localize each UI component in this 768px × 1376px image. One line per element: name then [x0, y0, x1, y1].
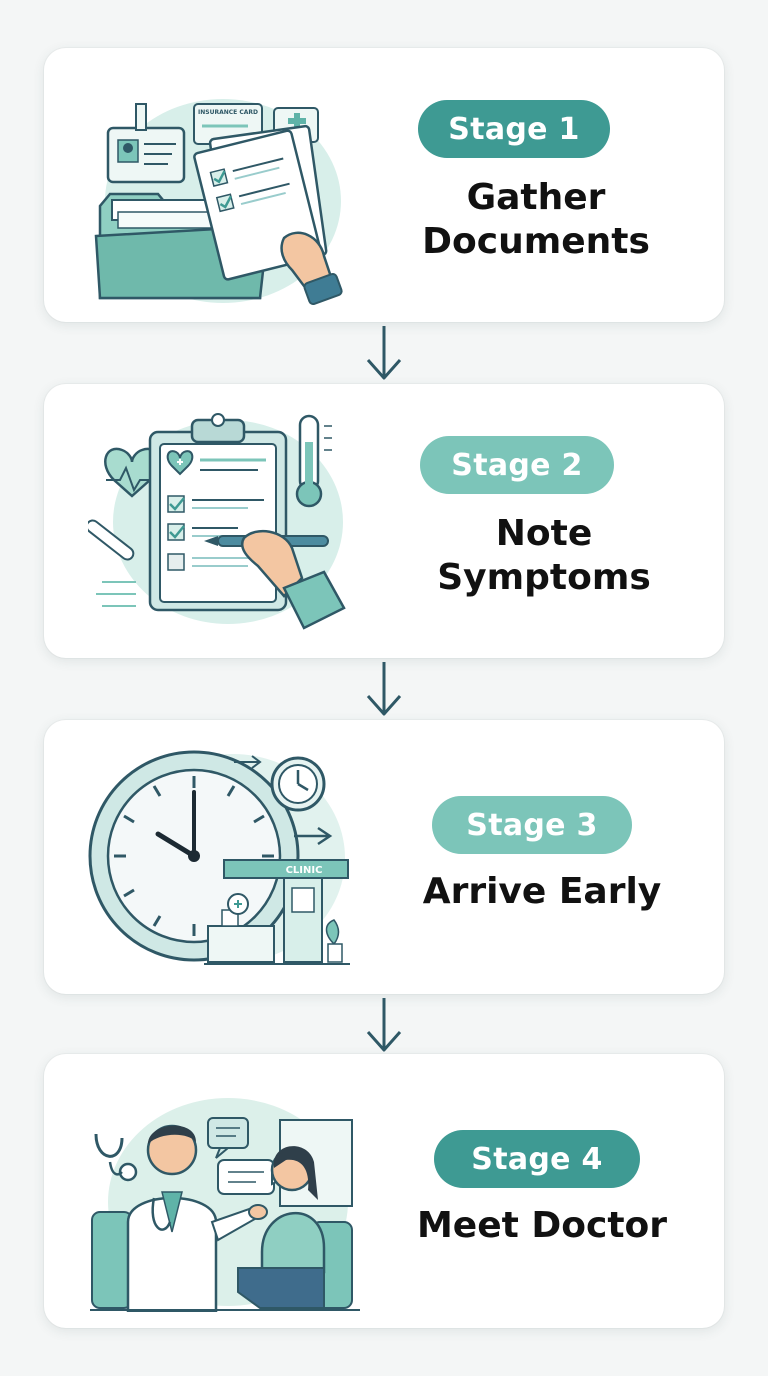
- stage-3-title: Arrive Early: [422, 871, 662, 912]
- stage-2-title-line-2: Symptoms: [437, 557, 651, 598]
- clock-clinic-illustration-icon: CLINIC: [88, 750, 350, 965]
- doctor-patient-illustration-icon: [90, 1098, 360, 1312]
- insurance-card-text: INSURANCE CARD: [198, 109, 258, 116]
- stage-1-badge: Stage 1: [418, 100, 610, 158]
- documents-illustration-icon: INSURANCE CARD: [94, 99, 343, 306]
- down-arrow-icon: [366, 326, 402, 380]
- stage-4-title: Meet Doctor: [416, 1205, 668, 1246]
- stage-1-title-line-1: Gather: [466, 177, 606, 218]
- stage-2-badge: Stage 2: [420, 436, 614, 494]
- stage-card-2: Stage 2 Note Symptoms: [44, 384, 724, 658]
- stage-3-badge: Stage 3: [432, 796, 632, 854]
- stage-card-1: INSURANCE CARD Stage 1 Gather Documents: [44, 48, 724, 322]
- clinic-sign-text: CLINIC: [286, 865, 323, 876]
- stage-4-badge: Stage 4: [434, 1130, 640, 1188]
- stage-1-title-line-2: Documents: [422, 221, 650, 262]
- down-arrow-icon: [366, 998, 402, 1052]
- stage-1-title: Gather Documents: [386, 176, 686, 264]
- stage-card-3: CLINIC Stage 3 Arrive Early: [44, 720, 724, 994]
- down-arrow-icon: [366, 662, 402, 716]
- stage-2-title-line-1: Note: [495, 513, 593, 554]
- stage-card-4: Stage 4 Meet Doctor: [44, 1054, 724, 1328]
- stage-2-title: Note Symptoms: [394, 512, 694, 600]
- symptoms-illustration-icon: [88, 413, 346, 630]
